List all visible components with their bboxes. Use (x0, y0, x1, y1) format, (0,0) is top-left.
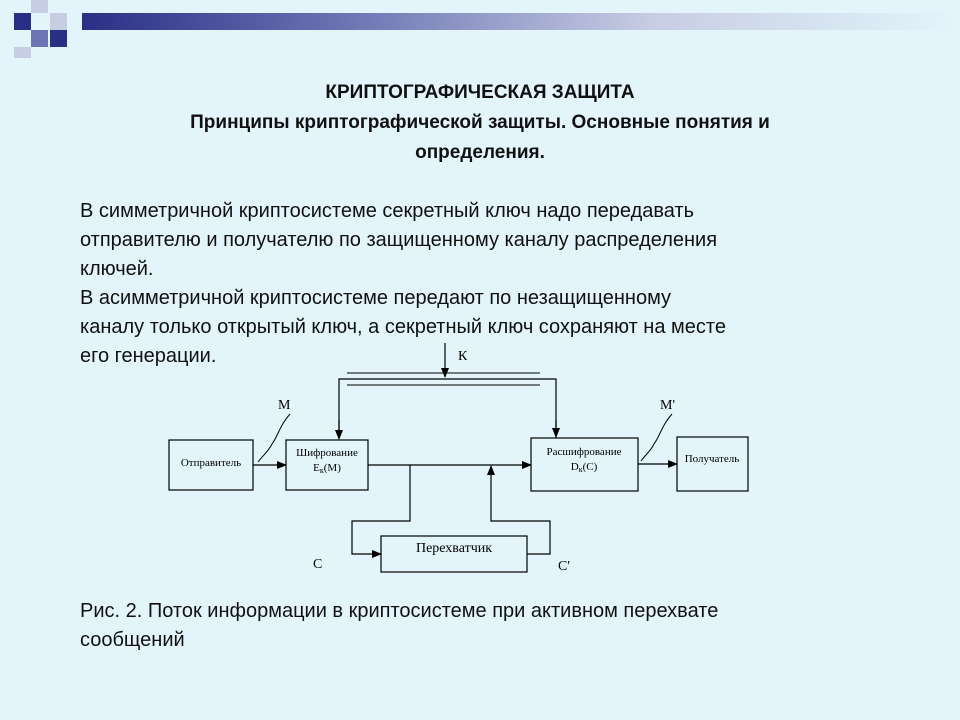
slide-subtitle-line1: Принципы криптографической защиты. Основ… (190, 112, 770, 133)
receiver-label: Получатель (685, 453, 740, 465)
message-out-squiggle (640, 413, 673, 462)
cipher-in-label: С (313, 557, 322, 572)
slide-title: КРИПТОГРАФИЧЕСКАЯ ЗАЩИТА (325, 82, 635, 103)
intercept-input-line (351, 465, 411, 558)
caption-line: сообщений (80, 629, 185, 651)
paragraph-line: отправителю и получателю по защищенному … (80, 229, 718, 251)
encrypt-function: Eк(М) (313, 462, 341, 475)
slide-subtitle-line2: определения. (415, 142, 545, 163)
interceptor-label: Перехватчик (416, 541, 492, 556)
decrypt-label: Расшифрование (547, 446, 622, 458)
decorative-squares (14, 0, 67, 58)
paragraph-line: В симметричной криптосистеме секретный к… (80, 200, 695, 222)
message-out-label: М' (660, 398, 675, 413)
key-distribution-line (338, 378, 557, 438)
message-in-label: М (278, 398, 291, 413)
paragraph-line: ключей. (80, 258, 154, 280)
encrypt-label: Шифрование (296, 447, 358, 459)
decrypt-function: Dк(С) (571, 461, 598, 474)
caption-line: Рис. 2. Поток информации в криптосистеме… (80, 600, 719, 622)
paragraph-line: его генерации. (80, 345, 217, 367)
receiver-box (676, 436, 749, 492)
paragraph-line: каналу только открытый ключ, а секретный… (80, 316, 726, 338)
sender-label: Отправитель (181, 457, 241, 469)
body-paragraph: В симметричной криптосистеме секретный к… (80, 197, 880, 371)
message-in-squiggle (257, 413, 291, 463)
paragraph-line: В асимметричной криптосистеме передают п… (80, 287, 672, 309)
decorative-top-bar (82, 13, 960, 30)
intercept-output-line (487, 465, 551, 555)
figure-caption: Рис. 2. Поток информации в криптосистеме… (80, 597, 880, 655)
cipher-out-label: С' (558, 559, 570, 574)
key-label: К (458, 349, 468, 364)
